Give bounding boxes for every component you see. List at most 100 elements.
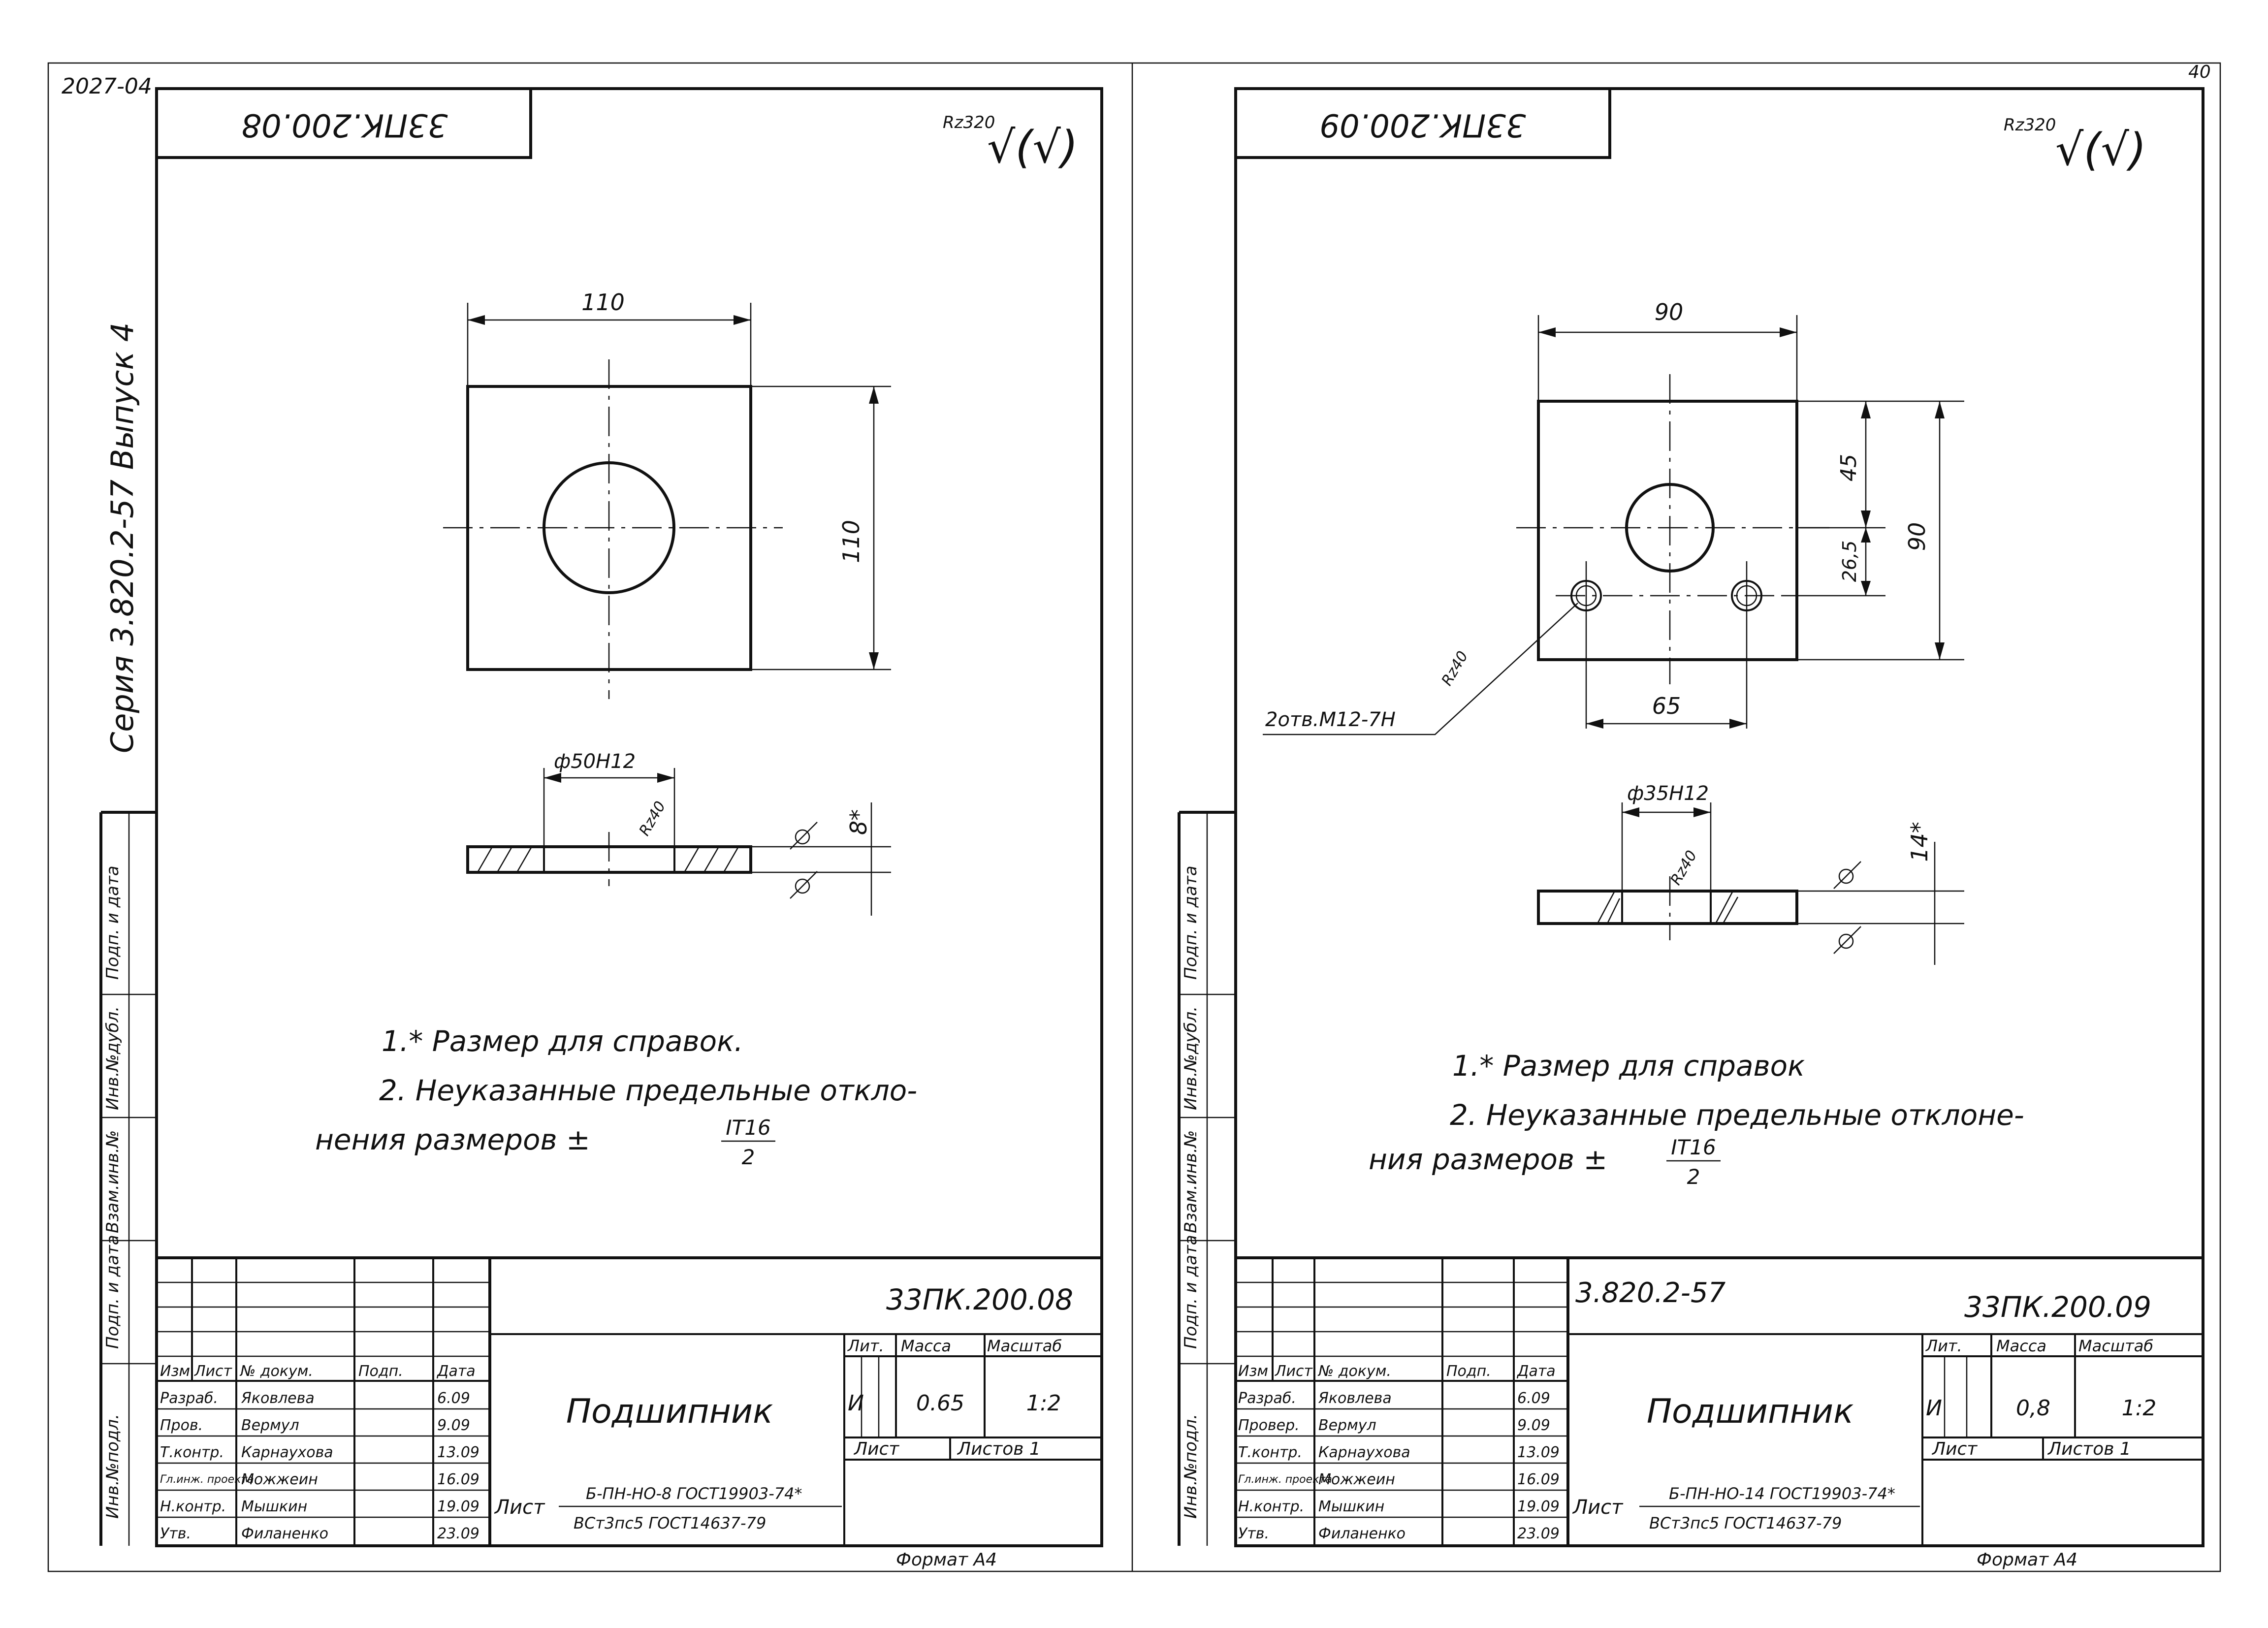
format-label: Формат А4: [1977, 1550, 2077, 1570]
tb-role: Пров.: [160, 1417, 203, 1434]
tb-date: 16.09: [437, 1471, 479, 1488]
corner-code-right: 40: [2188, 62, 2211, 82]
margin-label-replace: Взам.инв.№: [103, 1130, 123, 1233]
tb-role: Т.контр.: [160, 1444, 224, 1461]
tb-role: Т.контр.: [1238, 1444, 1302, 1461]
sheets-count: Листов 1: [957, 1439, 1041, 1459]
margin-label-sign-date-2: Подп. и дата: [1181, 865, 1201, 980]
hole-roughness: Rz40: [1438, 648, 1472, 689]
dim-holes-spacing: 65: [1652, 693, 1681, 719]
dim-thickness: 14*: [1906, 822, 1933, 862]
margin-label-dup: Инв.№дубл.: [103, 1006, 123, 1110]
tb-date: 13.09: [1517, 1444, 1560, 1461]
tb-date: 6.09: [1517, 1390, 1550, 1407]
sheets-count: Листов 1: [2047, 1439, 2131, 1459]
tb-header-date: Дата: [1516, 1363, 1556, 1380]
tb-role: Н.контр.: [160, 1498, 226, 1515]
tb-name: Мышкин: [1318, 1498, 1384, 1515]
doc-number: 33ПК.200.08: [886, 1283, 1073, 1316]
margin-label-inv: Инв.№подл.: [1181, 1414, 1201, 1519]
dim-lower: 26,5: [1839, 541, 1860, 582]
lit-value: И: [848, 1391, 864, 1416]
sheet-right: Инв.№подл. Подп. и дата Взам.инв.№ Инв.№…: [1178, 87, 2204, 1570]
tb-date: 6.09: [437, 1390, 470, 1407]
tb-name: Карнаухова: [1318, 1444, 1410, 1461]
sheet-left-frame: [155, 87, 1103, 1547]
material-bottom: ВСт3пс5 ГОСТ14637-79: [574, 1514, 766, 1532]
tb-name: Филаненко: [1318, 1525, 1406, 1542]
tb-header-list: Лист: [194, 1363, 233, 1380]
tb-header-sign: Подп.: [1446, 1363, 1491, 1380]
part-name: Подшипник: [566, 1392, 773, 1431]
scale-value: 1:2: [2122, 1396, 2157, 1421]
material-top: Б-ПН-НО-8 ГОСТ19903-74*: [586, 1484, 802, 1503]
margin-label-replace: Взам.инв.№: [1181, 1130, 1201, 1233]
dim-thickness: 8*: [845, 809, 872, 835]
dim-height: 110: [838, 520, 864, 563]
tb-name: Яковлева: [241, 1390, 315, 1407]
tb-role: Гл.инж. проекта: [160, 1473, 254, 1486]
tb-role: Утв.: [1238, 1525, 1269, 1542]
margin-label-dup: Инв.№дубл.: [1181, 1006, 1201, 1110]
dim-width: 110: [581, 289, 625, 316]
lit-value: И: [1926, 1396, 1942, 1421]
tb-name: Филаненко: [241, 1525, 328, 1542]
code-box: [155, 87, 532, 159]
tb-date: 23.09: [1517, 1525, 1560, 1542]
lit-label: Лит.: [847, 1337, 884, 1355]
tb-header-list: Лист: [1275, 1363, 1313, 1380]
sheet-label: Лист: [1931, 1439, 1978, 1459]
note-1: 1.* Размер для справок.: [382, 1024, 743, 1058]
dim-upper: 45: [1836, 454, 1861, 481]
tb-header-doc: № докум.: [1317, 1363, 1391, 1380]
dim-width: 90: [1655, 299, 1684, 325]
note-2-line-1: 2. Неуказанные предельные откло-: [379, 1074, 917, 1107]
tb-name: Вермул: [1318, 1417, 1376, 1434]
tb-date: 13.09: [437, 1444, 479, 1461]
bore-roughness: Rz40: [636, 798, 670, 839]
material-top: Б-ПН-НО-14 ГОСТ19903-74*: [1669, 1484, 1895, 1503]
tb-role: Разраб.: [160, 1390, 218, 1407]
tb-date: 9.09: [437, 1417, 470, 1434]
bore-roughness: Rz40: [1667, 848, 1701, 888]
roughness-general: Rz320: [2004, 115, 2056, 135]
plate-plan-view: [1537, 400, 1798, 661]
tb-role: Н.контр.: [1238, 1498, 1304, 1515]
mass-value: 0,8: [2016, 1396, 2050, 1421]
scale-label: Масштаб: [987, 1337, 1062, 1355]
roughness-general: Rz320: [943, 113, 995, 132]
tb-role: Провер.: [1238, 1417, 1300, 1434]
code-box: [1234, 87, 1611, 159]
title-block: Изм Лист № докум. Подп. Дата Разраб. Яко…: [1236, 1256, 2203, 1546]
section-hatching: [477, 846, 739, 873]
sheet-left: 33ПК.200.08 Rz320 √(√) Инв.№подл. Подп. …: [99, 87, 1103, 1570]
tb-name: Вермул: [241, 1417, 299, 1434]
tb-date: 19.09: [437, 1498, 479, 1515]
roughness-symbol: √(√): [987, 122, 1078, 173]
tb-name: Можжеин: [241, 1471, 318, 1488]
scale-label: Масштаб: [2078, 1337, 2153, 1355]
title-block: Изм Лист № докум. Подп. Дата Разраб. Яко…: [157, 1256, 1102, 1546]
mass-label: Масса: [901, 1337, 951, 1355]
tb-date: 19.09: [1517, 1498, 1560, 1515]
material-bottom: ВСт3пс5 ГОСТ14637-79: [1649, 1514, 1842, 1532]
tb-header-doc: № докум.: [239, 1363, 313, 1380]
plate-section-view: [1537, 890, 1798, 925]
tb-role: Гл.инж. проекта: [1238, 1473, 1332, 1486]
part-name: Подшипник: [1647, 1392, 1853, 1431]
outer-sheet-border: [47, 62, 2221, 1572]
tb-date: 16.09: [1517, 1471, 1560, 1488]
rotated-drawing-code: 33ПК.200.08: [241, 106, 447, 143]
tb-name: Можжеин: [1318, 1471, 1395, 1488]
lit-label: Лит.: [1925, 1337, 1962, 1355]
tb-date: 23.09: [437, 1525, 479, 1542]
tb-name: Мышкин: [241, 1498, 307, 1515]
margin-label-sign-date: Подп. и дата: [1181, 1235, 1201, 1349]
roughness-symbol: √(√): [2055, 124, 2146, 176]
note-2-line-2: нения размеров ±: [315, 1123, 590, 1156]
tb-name: Карнаухова: [241, 1444, 333, 1461]
tb-role: Разраб.: [1238, 1390, 1296, 1407]
doc-number: 33ПК.200.09: [1964, 1290, 2151, 1324]
dim-height: 90: [1904, 522, 1930, 551]
